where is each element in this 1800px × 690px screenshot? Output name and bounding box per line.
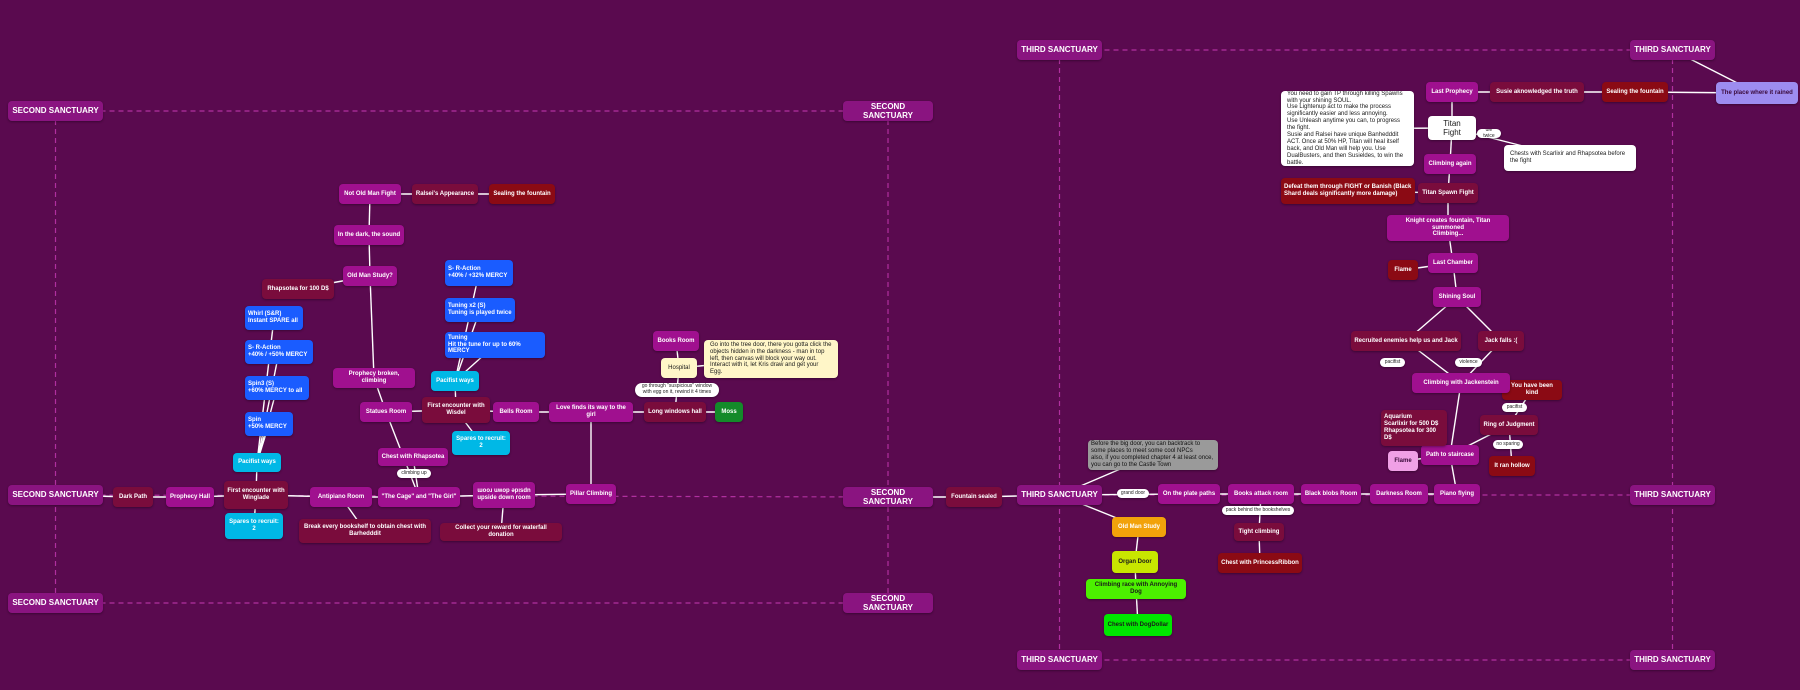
- node-sealing2[interactable]: Sealing the fountain: [1602, 82, 1668, 102]
- node-love[interactable]: Love finds its way to the girl: [549, 402, 633, 422]
- node-collect[interactable]: Collect your reward for waterfall donati…: [440, 523, 562, 541]
- node-booksattack[interactable]: Books attack room: [1228, 484, 1294, 504]
- node-antipiano[interactable]: Antipiano Room: [310, 487, 372, 507]
- node-rained[interactable]: The place where it rained: [1716, 82, 1798, 104]
- node-shining[interactable]: Shining Soul: [1433, 287, 1481, 307]
- node-ts1[interactable]: THIRD SANCTUARY: [1017, 40, 1102, 60]
- edge-label-p_gothrough: go through "suspicious" window with egg …: [635, 383, 719, 397]
- node-ts6[interactable]: THIRD SANCTUARY: [1630, 650, 1715, 670]
- connector-line: [256, 351, 280, 463]
- node-oldmanstudy[interactable]: Old Man Study: [1112, 517, 1166, 537]
- node-sraction2[interactable]: S- R-Action +40% / +32% MERCY: [445, 260, 513, 286]
- edge-label-p_pacifist2: pacifist: [1502, 403, 1527, 412]
- node-tuning2[interactable]: Tuning x2 (S) Tuning is played twice: [445, 298, 515, 322]
- node-climbingdog[interactable]: Climbing race with Annoying Dog: [1086, 579, 1186, 599]
- node-gray[interactable]: Before the big door, you can backtrack t…: [1088, 440, 1218, 470]
- node-tightclimb[interactable]: Tight climbing: [1234, 523, 1284, 541]
- node-booksroom[interactable]: Books Room: [653, 331, 699, 351]
- node-jackfalls[interactable]: Jack falls :(: [1478, 331, 1524, 351]
- node-ss3[interactable]: SECOND SANCTUARY: [8, 485, 103, 505]
- node-ss2[interactable]: SECOND SANCTUARY: [843, 101, 933, 121]
- node-spin[interactable]: Spin +50% MERCY: [245, 412, 293, 436]
- node-statues[interactable]: Statues Room: [360, 402, 412, 422]
- node-pianoflying[interactable]: Piano flying: [1434, 484, 1480, 504]
- node-blackblobs[interactable]: Black blobs Room: [1301, 484, 1361, 504]
- node-ts4[interactable]: THIRD SANCTUARY: [1630, 485, 1715, 505]
- connector-line: [454, 272, 480, 382]
- node-kind[interactable]: You have been kind: [1502, 380, 1562, 400]
- node-plates[interactable]: On the plate paths: [1158, 484, 1220, 504]
- node-prophecybroken[interactable]: Prophecy broken, climbing: [333, 368, 415, 388]
- node-susietruth[interactable]: Susie aknowledged the truth: [1490, 82, 1584, 102]
- node-spares2[interactable]: Spares to recruit: 2: [452, 431, 510, 455]
- node-oldmanstudyq[interactable]: Old Man Study?: [343, 266, 397, 286]
- node-ralsei[interactable]: Ralsei's Appearance: [412, 184, 478, 204]
- node-spares1[interactable]: Spares to recruit: 2: [225, 513, 283, 539]
- node-defeat[interactable]: Defeat them through FIGHT or Banish (Bla…: [1281, 178, 1415, 204]
- node-breakbook[interactable]: Break every bookshelf to obtain chest wi…: [299, 519, 431, 543]
- node-chestdog[interactable]: Chest with DogDollar: [1104, 614, 1172, 636]
- node-flame2[interactable]: Flame: [1388, 260, 1418, 280]
- node-path[interactable]: Path to staircase: [1421, 445, 1479, 465]
- node-tuning[interactable]: Tuning Hit the tune for up to 60% MERCY: [445, 332, 545, 358]
- node-sraction1[interactable]: S- R-Action +40% / +50% MERCY: [245, 340, 313, 364]
- node-ss6[interactable]: SECOND SANCTUARY: [843, 593, 933, 613]
- node-hospital[interactable]: Hospital: [661, 358, 697, 378]
- node-cage[interactable]: "The Cage" and "The Girl": [378, 487, 460, 507]
- node-ring[interactable]: Ring of Judgment: [1480, 415, 1538, 435]
- edge-label-p_violence: violence: [1455, 358, 1482, 367]
- node-climbagain[interactable]: Climbing again: [1424, 154, 1476, 174]
- node-lastchamber[interactable]: Last Chamber: [1428, 253, 1478, 273]
- node-rhap100[interactable]: Rhapsotea for 100 D$: [262, 279, 334, 299]
- node-ss1[interactable]: SECOND SANCTUARY: [8, 101, 103, 121]
- node-ts3[interactable]: THIRD SANCTUARY: [1017, 485, 1102, 505]
- node-sealing1[interactable]: Sealing the fountain: [489, 184, 555, 204]
- node-pillar[interactable]: Pillar Climbing: [566, 484, 616, 504]
- node-fountainsealed[interactable]: Fountain sealed: [946, 487, 1002, 507]
- node-hollow[interactable]: It ran hollow: [1489, 456, 1535, 476]
- connector-line: [1449, 382, 1462, 456]
- node-titanfight[interactable]: Titan Fight: [1428, 116, 1476, 140]
- node-chestrhap[interactable]: Chest with Rhapsotea: [378, 448, 448, 466]
- node-darkpath[interactable]: Dark Path: [113, 487, 153, 507]
- connector-line: [369, 275, 375, 379]
- node-longwindows[interactable]: Long windows hall: [644, 402, 706, 422]
- edge-label-p_pacifist: pacifist: [1380, 358, 1405, 367]
- node-whirl[interactable]: Whirl (S&R) Instant SPARE all: [245, 306, 303, 330]
- node-bells[interactable]: Bells Room: [493, 402, 539, 422]
- node-lastprophecy[interactable]: Last Prophecy: [1426, 82, 1478, 102]
- node-moss[interactable]: Moss: [715, 402, 743, 422]
- node-flame1[interactable]: Flame: [1388, 451, 1418, 471]
- node-ss5[interactable]: SECOND SANCTUARY: [8, 593, 103, 613]
- node-firstwisdel[interactable]: First encounter with Wisdel: [422, 397, 490, 423]
- edge-label-p_climbing: climbing up: [397, 469, 431, 478]
- edge-label-p_dietwice: die twice: [1477, 129, 1501, 138]
- node-titanspawn[interactable]: Titan Spawn Fight: [1418, 183, 1478, 203]
- node-notoldman[interactable]: Not Old Man Fight: [339, 184, 401, 204]
- node-recruited[interactable]: Recruited enemies help us and Jack: [1351, 331, 1461, 351]
- node-titannote[interactable]: You need to gain TP through killing Spaw…: [1281, 91, 1414, 166]
- node-chestprinc[interactable]: Chest with PrincessRibbon: [1218, 553, 1302, 573]
- node-pacifist2[interactable]: Pacifist ways: [431, 371, 479, 391]
- node-knight[interactable]: Knight creates fountain, Titan summoned …: [1387, 215, 1509, 241]
- node-chestscarlixir[interactable]: Chests with Scarlixir and Rhapsotea befo…: [1504, 145, 1636, 171]
- node-inthedark[interactable]: In the dark, the sound: [334, 225, 404, 245]
- edge-label-p_nosparing: no sparing: [1493, 440, 1523, 449]
- edge-label-p_grand: grand door: [1117, 489, 1149, 498]
- node-climbjack[interactable]: Climbing with Jackenstein: [1412, 373, 1510, 393]
- node-treedoor[interactable]: Go into the tree door, there you gotta c…: [704, 340, 838, 378]
- node-aquarium[interactable]: Aquarium Scarlixir for 500 D$ Rhapsotea …: [1381, 410, 1447, 446]
- node-prophecyhall[interactable]: Prophecy Hall: [166, 487, 214, 507]
- node-pacifist1[interactable]: Pacifist ways: [233, 453, 281, 472]
- node-updown[interactable]: ɯooɹ uʍop ǝpᴉsdn upside down room: [473, 482, 535, 508]
- node-spin3[interactable]: Spin3 (S) +60% MERCY to all: [245, 376, 309, 400]
- edge-label-p_pack: pack behind the bookshelves: [1222, 506, 1294, 515]
- node-darkness[interactable]: Darkness Room: [1370, 484, 1428, 504]
- node-firstwingl[interactable]: First encounter with Winglade: [224, 481, 288, 509]
- node-ts2[interactable]: THIRD SANCTUARY: [1630, 40, 1715, 60]
- node-ts5[interactable]: THIRD SANCTUARY: [1017, 650, 1102, 670]
- node-ss4[interactable]: SECOND SANCTUARY: [843, 487, 933, 507]
- node-organdoor[interactable]: Organ Door: [1112, 551, 1158, 573]
